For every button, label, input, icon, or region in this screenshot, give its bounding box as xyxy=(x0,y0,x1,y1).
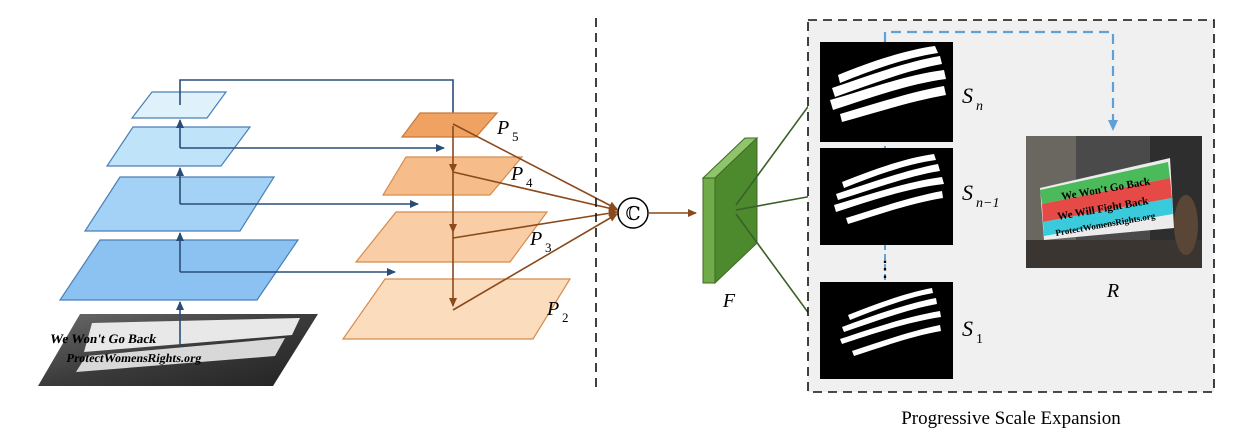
backbone-pyramid: We Won't Go Back ProtectWomensRights.org xyxy=(38,79,457,386)
label-p4-sub: 4 xyxy=(526,175,533,190)
pse-module: ⋮ S n S n−1 S 1 xyxy=(807,19,1215,393)
backbone-level-4 xyxy=(130,91,228,119)
label-sn: S xyxy=(962,83,973,108)
kernel-ellipsis: ⋮ xyxy=(874,256,896,281)
kernel-sn-1 xyxy=(820,148,953,245)
feature-pyramid: P 5 P 4 P 3 P 2 xyxy=(341,112,618,340)
kernel-s1 xyxy=(820,282,953,379)
input-image: We Won't Go Back ProtectWomensRights.org xyxy=(38,314,318,386)
module-caption: Progressive Scale Expansion xyxy=(901,408,1121,429)
label-s1-sub: 1 xyxy=(976,332,983,347)
fusion-arrows xyxy=(452,123,618,311)
input-banner-text-1: We Won't Go Back xyxy=(49,331,159,346)
label-p3: P xyxy=(529,228,542,250)
backbone-level-1 xyxy=(58,239,300,301)
backbone-level-3 xyxy=(105,126,252,167)
label-f: F xyxy=(722,290,736,312)
label-p5-sub: 5 xyxy=(512,129,519,144)
label-sn1-sub: n−1 xyxy=(976,196,999,211)
fpn-level-p2 xyxy=(341,278,572,340)
concat-symbol: ℂ xyxy=(625,204,640,225)
kernel-sn xyxy=(820,42,953,142)
label-p5: P xyxy=(496,117,509,139)
fused-feature-f xyxy=(701,136,759,285)
label-r: R xyxy=(1106,280,1119,302)
label-p3-sub: 3 xyxy=(545,240,552,255)
concat-node: ℂ xyxy=(617,197,649,229)
kernel-arrows xyxy=(735,92,819,327)
label-sn1: S xyxy=(962,180,973,205)
label-s1: S xyxy=(962,316,973,341)
result-image: We Won't Go Back We Will Fight Back Prot… xyxy=(1026,136,1202,268)
label-p4: P xyxy=(510,163,523,185)
fpn-level-p5 xyxy=(400,112,499,138)
label-sn-sub: n xyxy=(976,99,983,114)
expansion-arrow xyxy=(883,30,1118,131)
label-p2-sub: 2 xyxy=(562,310,569,325)
lateral-connections xyxy=(179,79,457,276)
label-p2: P xyxy=(546,298,559,320)
fpn-level-p3 xyxy=(354,211,549,263)
input-banner-text-2: ProtectWomensRights.org xyxy=(66,351,203,365)
